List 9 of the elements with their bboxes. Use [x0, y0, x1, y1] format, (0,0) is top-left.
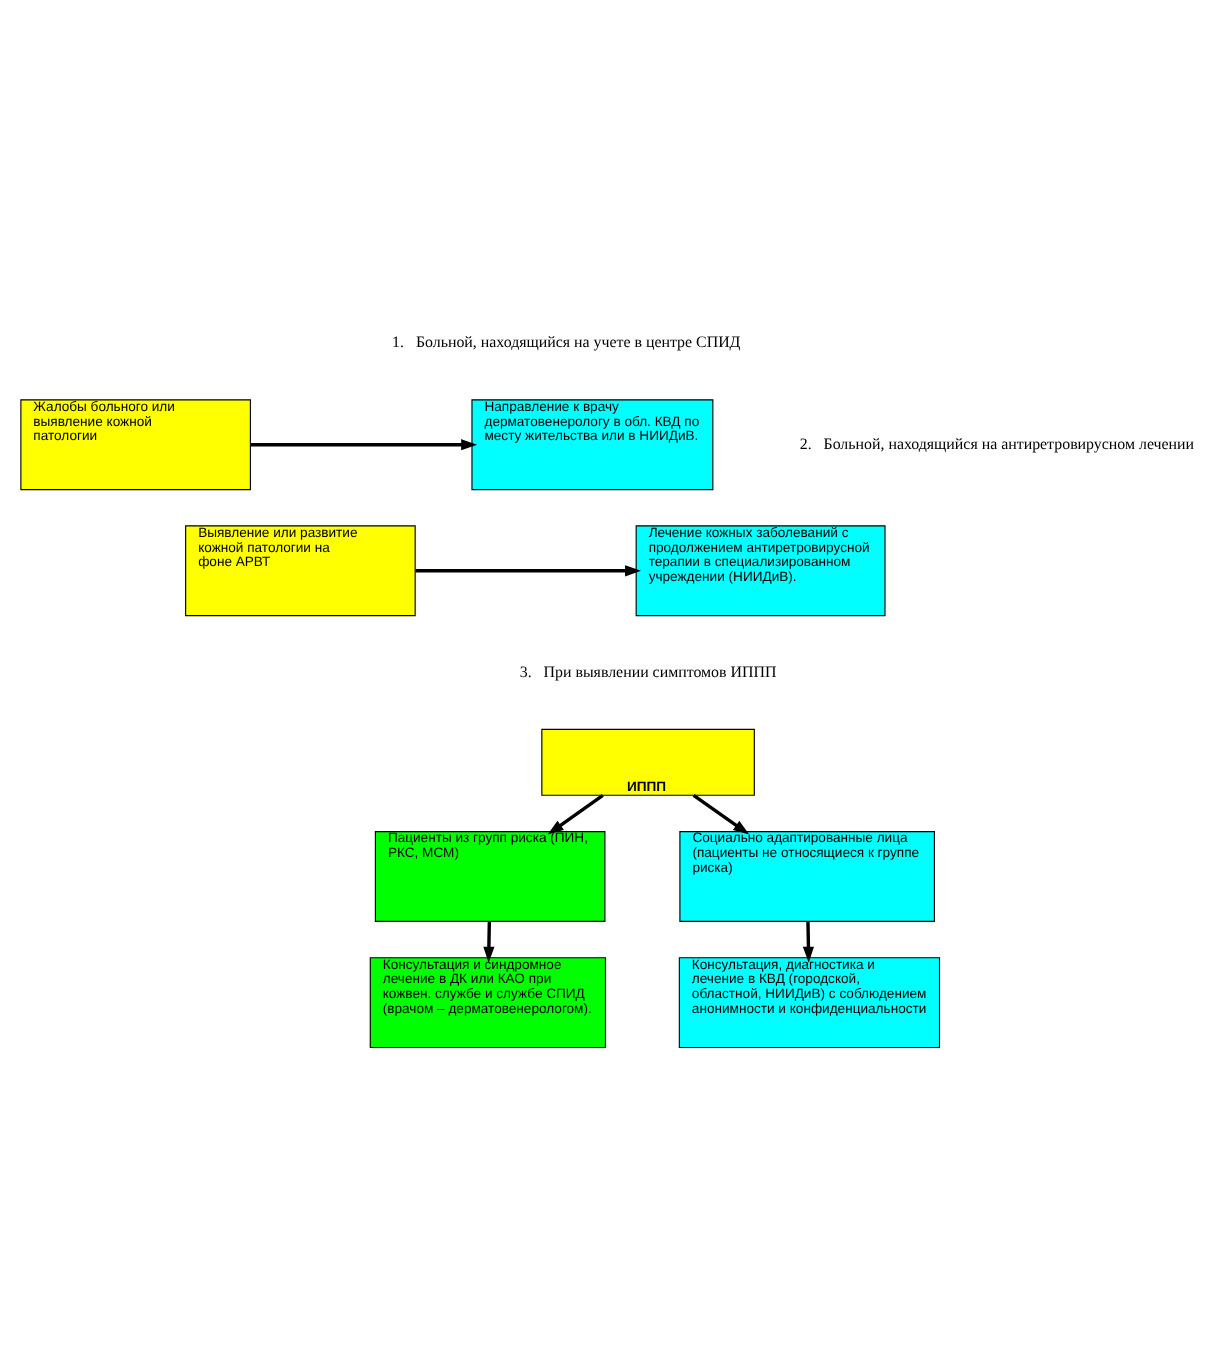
label: 3. При выявлении симптомов ИППП: [519, 661, 777, 680]
label: 2. Больной, находящийся на антиретровирусном лечении: [799, 433, 1195, 452]
arrow: [547, 793, 604, 834]
arrow: [802, 920, 814, 962]
arrow: [692, 793, 750, 834]
arrow: [415, 564, 642, 576]
arrow: [483, 920, 495, 962]
arrow: [250, 438, 478, 450]
label: 1. Больной, находящийся на учете в центре СПИД: [392, 332, 741, 351]
